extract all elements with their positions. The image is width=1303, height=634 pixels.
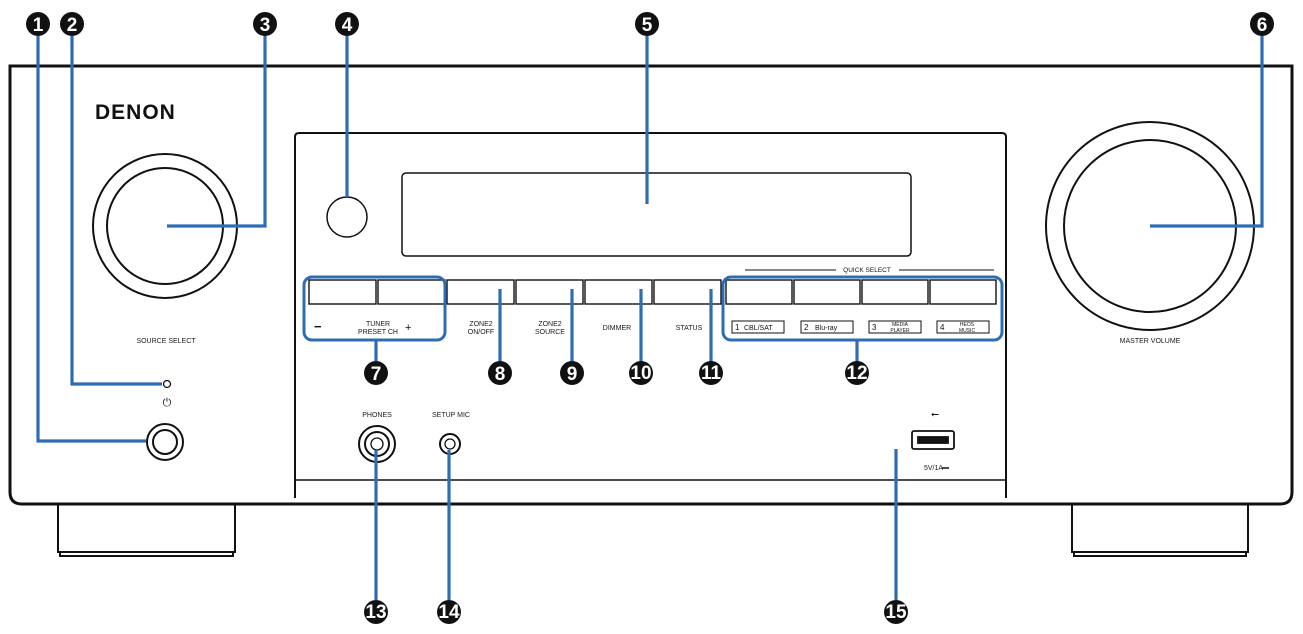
power-indicator-led [162, 379, 172, 389]
svg-text:11: 11 [701, 363, 722, 384]
callout-2: 2 [60, 12, 84, 36]
callout-13: 13 [364, 600, 388, 624]
preset-ch-label: PRESET CH [358, 329, 398, 336]
callout-7: 7 [364, 361, 388, 385]
zone2-onoff-label-line2: ON/OFF [468, 329, 494, 336]
callout-10: 10 [629, 361, 653, 385]
dimmer-label: DIMMER [603, 325, 631, 332]
svg-text:7: 7 [371, 364, 382, 385]
quick-select-title: QUICK SELECT [843, 267, 891, 274]
quick-select-1-button[interactable] [725, 279, 793, 305]
callout-14: 14 [437, 600, 461, 624]
quick-select-3-button[interactable] [861, 279, 929, 305]
callout-4: 4 [335, 12, 359, 36]
quick-select-1-num: 1 [735, 323, 740, 332]
callout-9: 9 [560, 361, 584, 385]
quick-select-3-name-line2: PLAYER [890, 328, 910, 334]
power-symbol: ⏻ [163, 397, 172, 409]
right-foot [1071, 504, 1249, 557]
tuner-label: TUNER [366, 321, 390, 328]
zone2-source-label-line2: SOURCE [535, 329, 565, 336]
callout-11: 11 [699, 361, 723, 385]
zone2-onoff-button[interactable] [446, 279, 515, 305]
dimmer-button[interactable] [584, 279, 653, 305]
quick-select-2-name: Blu-ray [815, 325, 838, 332]
power-button[interactable] [146, 423, 184, 461]
master-volume-label: MASTER VOLUME [1120, 338, 1181, 345]
svg-text:9: 9 [567, 364, 578, 385]
quick-select-4-num: 4 [940, 323, 945, 332]
zone2-source-button[interactable] [515, 279, 584, 305]
callout-lines [36, 36, 1264, 600]
quick-select-4-button[interactable] [929, 279, 997, 305]
quick-select-2-num: 2 [804, 323, 809, 332]
callout-5: 5 [635, 12, 659, 36]
front-display [401, 172, 912, 257]
quick-select-1-name: CBL/SAT [744, 325, 773, 332]
quick-select-4-name-line1: HEOS [960, 322, 975, 328]
svg-text:1: 1 [33, 15, 44, 36]
svg-text:14: 14 [438, 602, 460, 623]
zone2-source-label-line1: ZONE2 [538, 321, 561, 328]
quick-select-3-num: 3 [872, 323, 877, 332]
svg-text:2: 2 [67, 15, 78, 36]
status-button[interactable] [653, 279, 722, 305]
svg-text:12: 12 [846, 363, 867, 384]
svg-text:13: 13 [365, 602, 386, 623]
remote-sensor [326, 196, 368, 238]
quick-select-3-name-line1: MEDIA [892, 322, 909, 328]
center-bezel [294, 132, 1007, 498]
brand-logo: DENON [95, 101, 176, 124]
tuner-plus-label: + [405, 322, 411, 334]
callout-6: 6 [1250, 12, 1274, 36]
button-row [308, 279, 997, 305]
receiver-body [8, 64, 1294, 506]
svg-text:3: 3 [260, 15, 271, 36]
svg-text:5: 5 [642, 15, 653, 36]
quick-select-group-highlight [721, 275, 1004, 342]
usb-port[interactable] [911, 430, 955, 450]
callout-3: 3 [253, 12, 277, 36]
callout-1: 1 [26, 12, 50, 36]
quick-select-2-button[interactable] [793, 279, 861, 305]
usb-rating-label: 5V/1A [924, 465, 943, 472]
quick-select-labels [731, 320, 990, 334]
zone2-onoff-label-line1: ZONE2 [469, 321, 492, 328]
callout-15: 15 [884, 600, 908, 624]
left-foot [57, 504, 236, 557]
callout-12: 12 [845, 361, 869, 385]
usb-icon: ⭠ [931, 409, 939, 420]
tuner-minus-label: − [314, 319, 322, 334]
status-label: STATUS [676, 325, 703, 332]
callout-8: 8 [488, 361, 512, 385]
svg-text:15: 15 [885, 602, 907, 623]
svg-text:4: 4 [342, 15, 353, 36]
source-select-label: SOURCE SELECT [136, 338, 196, 345]
quick-select-4-name-line2: MUSIC [959, 328, 976, 334]
svg-text:8: 8 [495, 364, 506, 385]
setup-mic-label: SETUP MIC [432, 412, 470, 419]
svg-text:6: 6 [1257, 15, 1268, 36]
phones-label: PHONES [362, 412, 392, 419]
tuner-preset-minus-button[interactable] [308, 279, 377, 305]
svg-text:10: 10 [630, 363, 651, 384]
